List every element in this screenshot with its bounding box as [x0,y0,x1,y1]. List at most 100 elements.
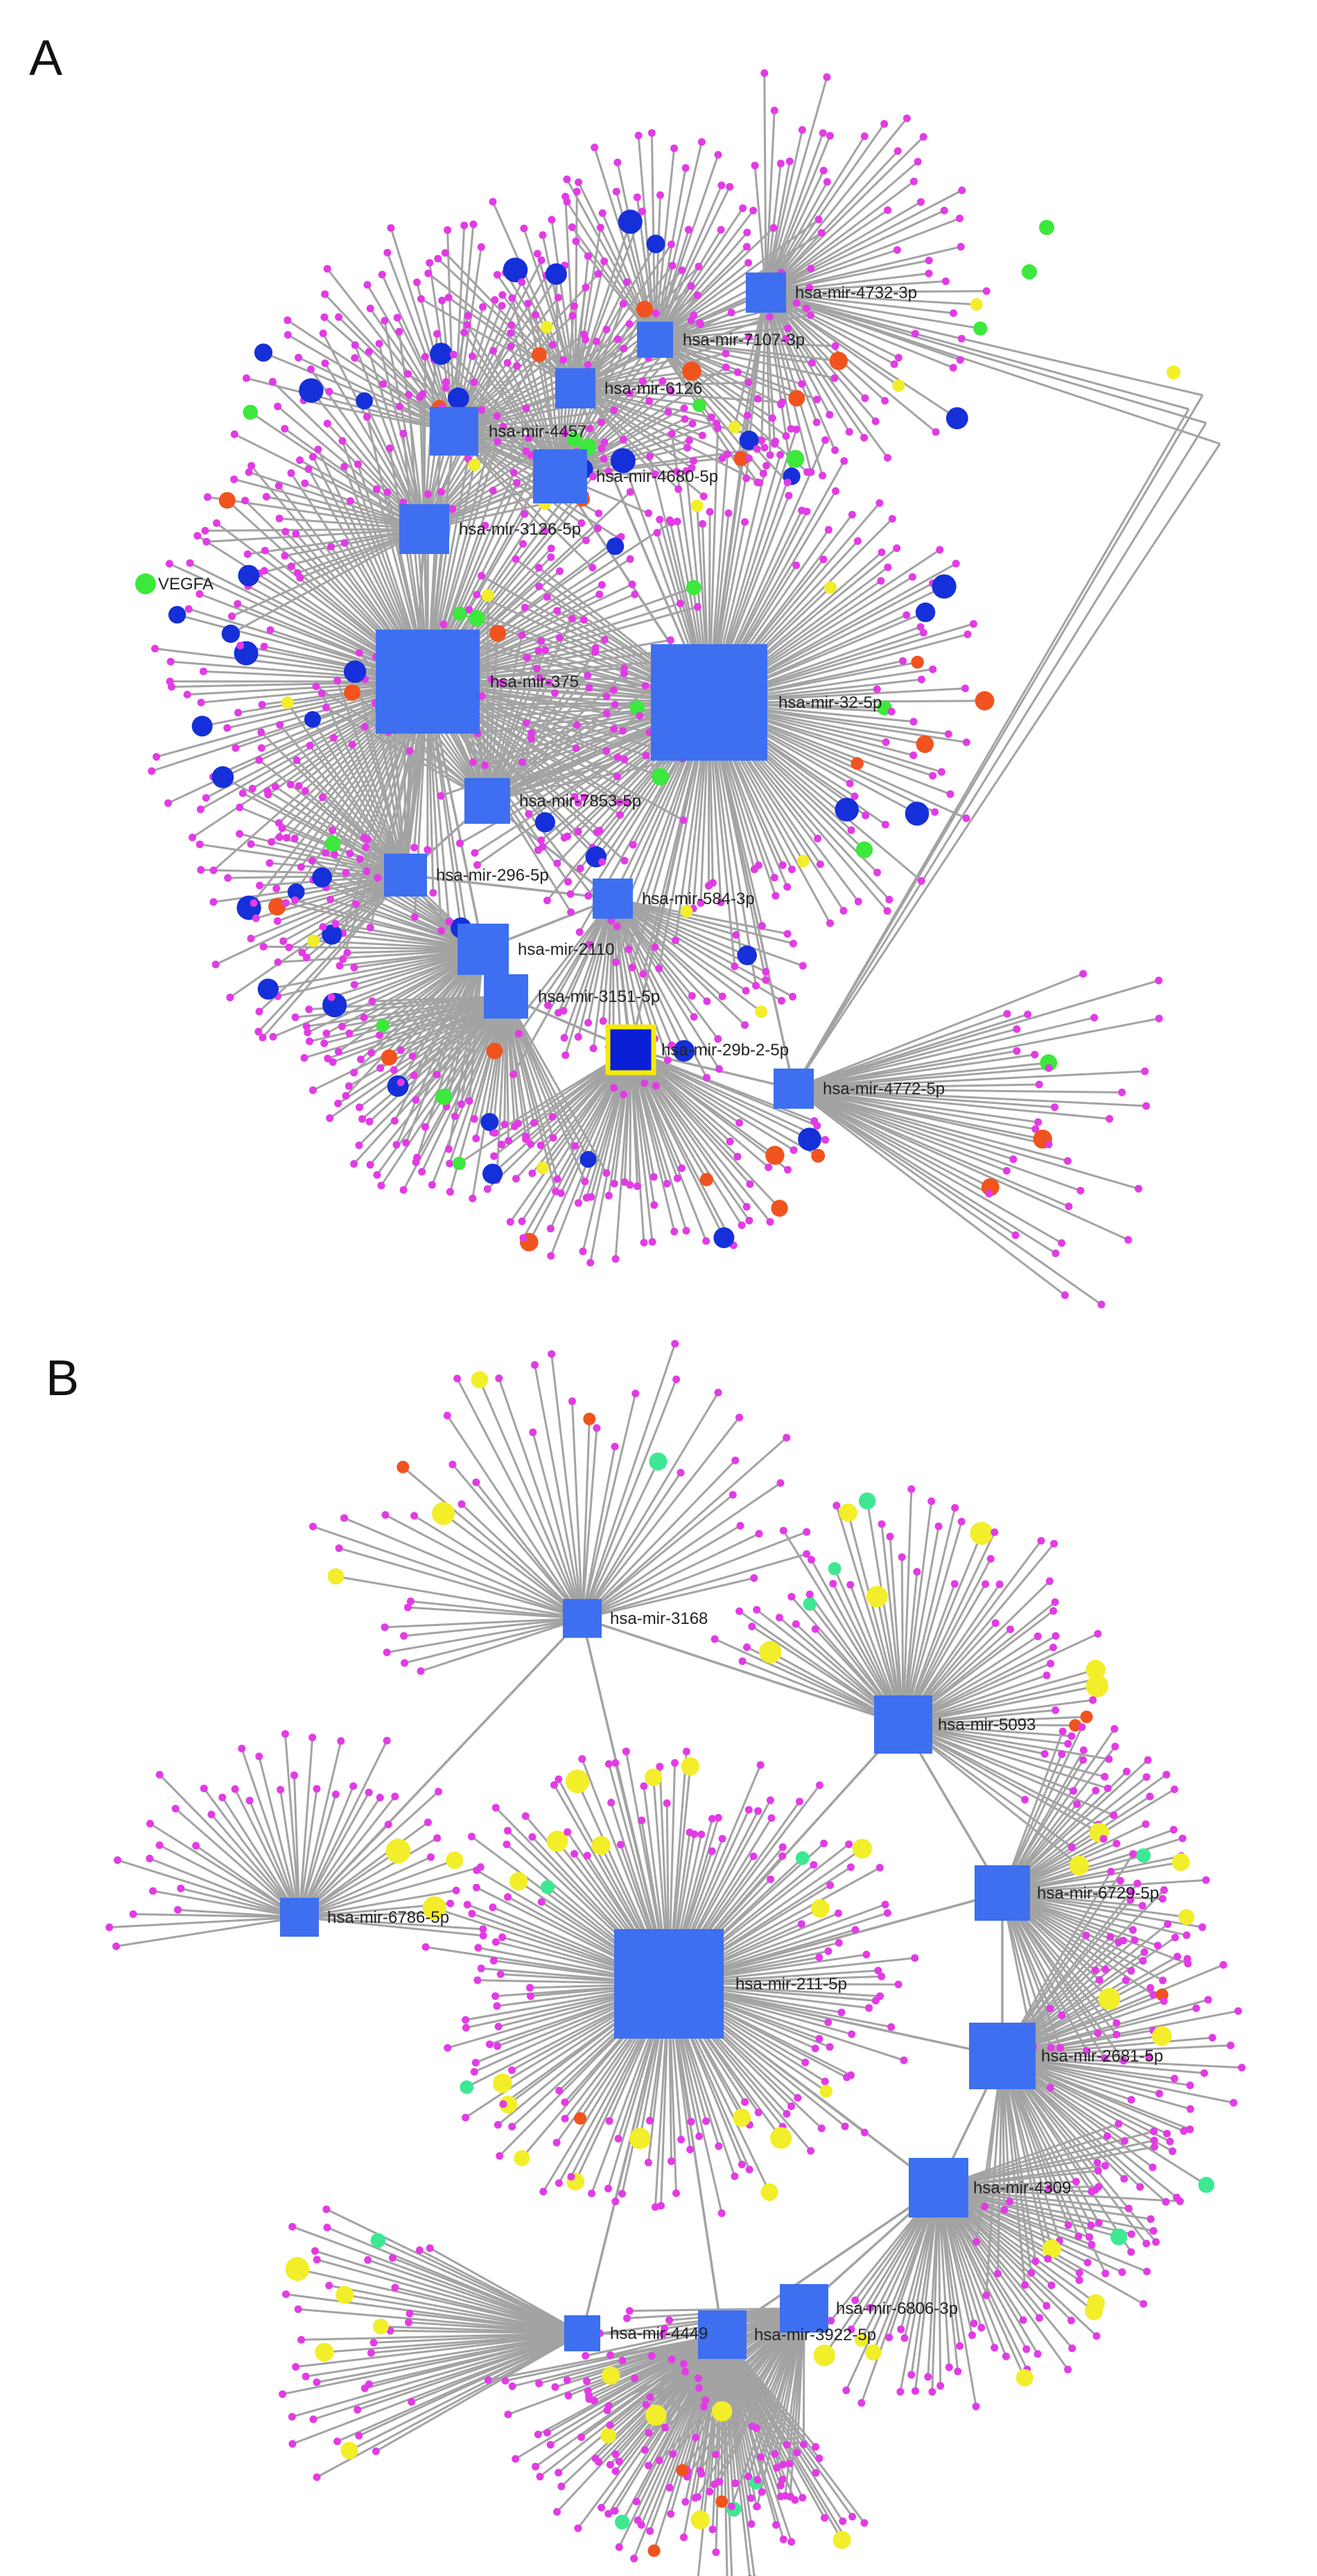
panel-b-target-node [615,2514,630,2530]
panel-a-edge [612,897,747,992]
panel-b-target-node [605,2117,613,2125]
panel-a-target-node [678,266,686,275]
panel-b-target-node [874,1966,882,1975]
panel-a-edge [765,291,981,330]
panel-a-target-node [646,234,665,254]
panel-a-target-node [490,1152,498,1160]
panel-b-target-node [1155,2089,1163,2098]
panel-b-target-node [845,1840,853,1849]
panel-a-target-node [383,488,392,496]
panel-a-target-node [762,968,770,976]
panel-b-edge [582,1530,808,1620]
panel-b-target-node [821,2077,829,2086]
panel-b-edge [845,2187,940,2391]
panel-a-target-node [444,293,453,302]
panel-a-edge [559,366,727,478]
panel-a-target-node [396,1046,405,1055]
panel-a-mirna-label: hsa-mir-375 [490,673,579,691]
panel-a-mirna-hub [637,322,673,358]
panel-a-target-node [376,1031,383,1039]
panel-b-edge [938,2186,1154,2232]
panel-a-edge [575,387,705,497]
panel-b-target-node [695,2132,704,2141]
panel-b-edge [295,2332,583,2368]
panel-b-target-node [1164,1920,1172,1928]
panel-b-target-node [1149,2227,1158,2235]
panel-b-mirna-hub [698,2310,747,2359]
panel-a-edge [793,1087,1049,1146]
panel-a-target-node [574,827,582,836]
panel-a-edge [269,862,406,876]
panel-b-target-node [1000,2206,1009,2214]
panel-a-target-node [184,605,193,613]
panel-b-edge [299,1866,481,1919]
panel-a-target-node [1141,1067,1149,1075]
panel-b-shared-edge [298,1617,584,1919]
panel-a-target-node [760,69,769,77]
panel-b-edge [902,1723,1108,1790]
panel-a-target-node [193,532,202,540]
panel-b-target-node [1158,1894,1167,1903]
panel-a-edge [496,996,507,1180]
panel-b-target-node [550,1781,558,1789]
panel-a-target-node [387,224,395,232]
panel-b-edge [655,2307,805,2417]
panel-b-target-node [1094,1630,1102,1638]
panel-a-target-node [568,614,576,623]
panel-a-target-node [750,865,758,874]
panel-a-target-node [1076,1186,1085,1195]
panel-b-target-node [1037,1537,1045,1545]
panel-b-target-node [644,2159,652,2167]
panel-b-target-node [881,1901,889,1909]
panel-a-target-node [366,304,374,313]
panel-a-target-node [287,883,305,901]
panel-a-target-node [784,1166,792,1174]
panel-a-target-node [699,492,708,501]
panel-a-target-node [873,868,882,876]
panel-a-edge [614,1049,632,1259]
panel-a-target-node [667,240,675,248]
panel-a-target-node [343,949,351,957]
panel-a-edge [763,73,767,293]
panel-b-target-node [672,1375,681,1383]
panel-a-target-node [293,756,301,764]
panel-a-target-node [376,1019,390,1032]
panel-b-target-node [982,2291,991,2299]
panel-b-target-node [1036,2314,1043,2322]
panel-a-target-node [348,741,356,749]
panel-b-target-node [712,2548,720,2557]
panel-a-target-node [355,649,363,657]
panel-b-edge [713,2308,805,2485]
panel-a-edge [274,786,406,876]
panel-a-target-node [628,963,636,971]
panel-b-target-node [759,1641,782,1663]
panel-b-target-node [986,1555,995,1563]
panel-a-target-node [681,415,689,423]
panel-b-target-node [591,1836,611,1856]
panel-b-target-node [778,2475,787,2484]
panel-b-target-node [548,1350,556,1358]
panel-b-target-node [1192,2004,1201,2012]
panel-a-target-node [473,861,481,869]
panel-b-target-node [552,2138,561,2147]
panel-a-shared-edge [630,1048,794,1090]
panel-a-target-node [291,896,299,904]
panel-b-target-node [1098,1987,1121,2010]
panel-b-target-node [611,1442,619,1451]
panel-a-target-node [641,682,649,690]
panel-a-edge [765,123,885,293]
panel-a-target-node [350,1069,358,1077]
panel-a-target-node [460,328,469,336]
panel-a-target-node [724,450,731,458]
panel-a-target-node [535,582,543,591]
panel-b-edge [305,2332,583,2378]
panel-b-edge [475,1481,584,1619]
panel-b-shared-edge [582,1617,904,1726]
panel-b-target-node [767,1814,776,1822]
panel-a-target-node [532,311,540,319]
panel-a-target-node [344,684,360,701]
panel-b-target-node [563,2376,571,2385]
panel-b-target-node [391,1792,399,1801]
panel-b-edge [582,1482,781,1620]
panel-b-target-node [645,2404,667,2426]
